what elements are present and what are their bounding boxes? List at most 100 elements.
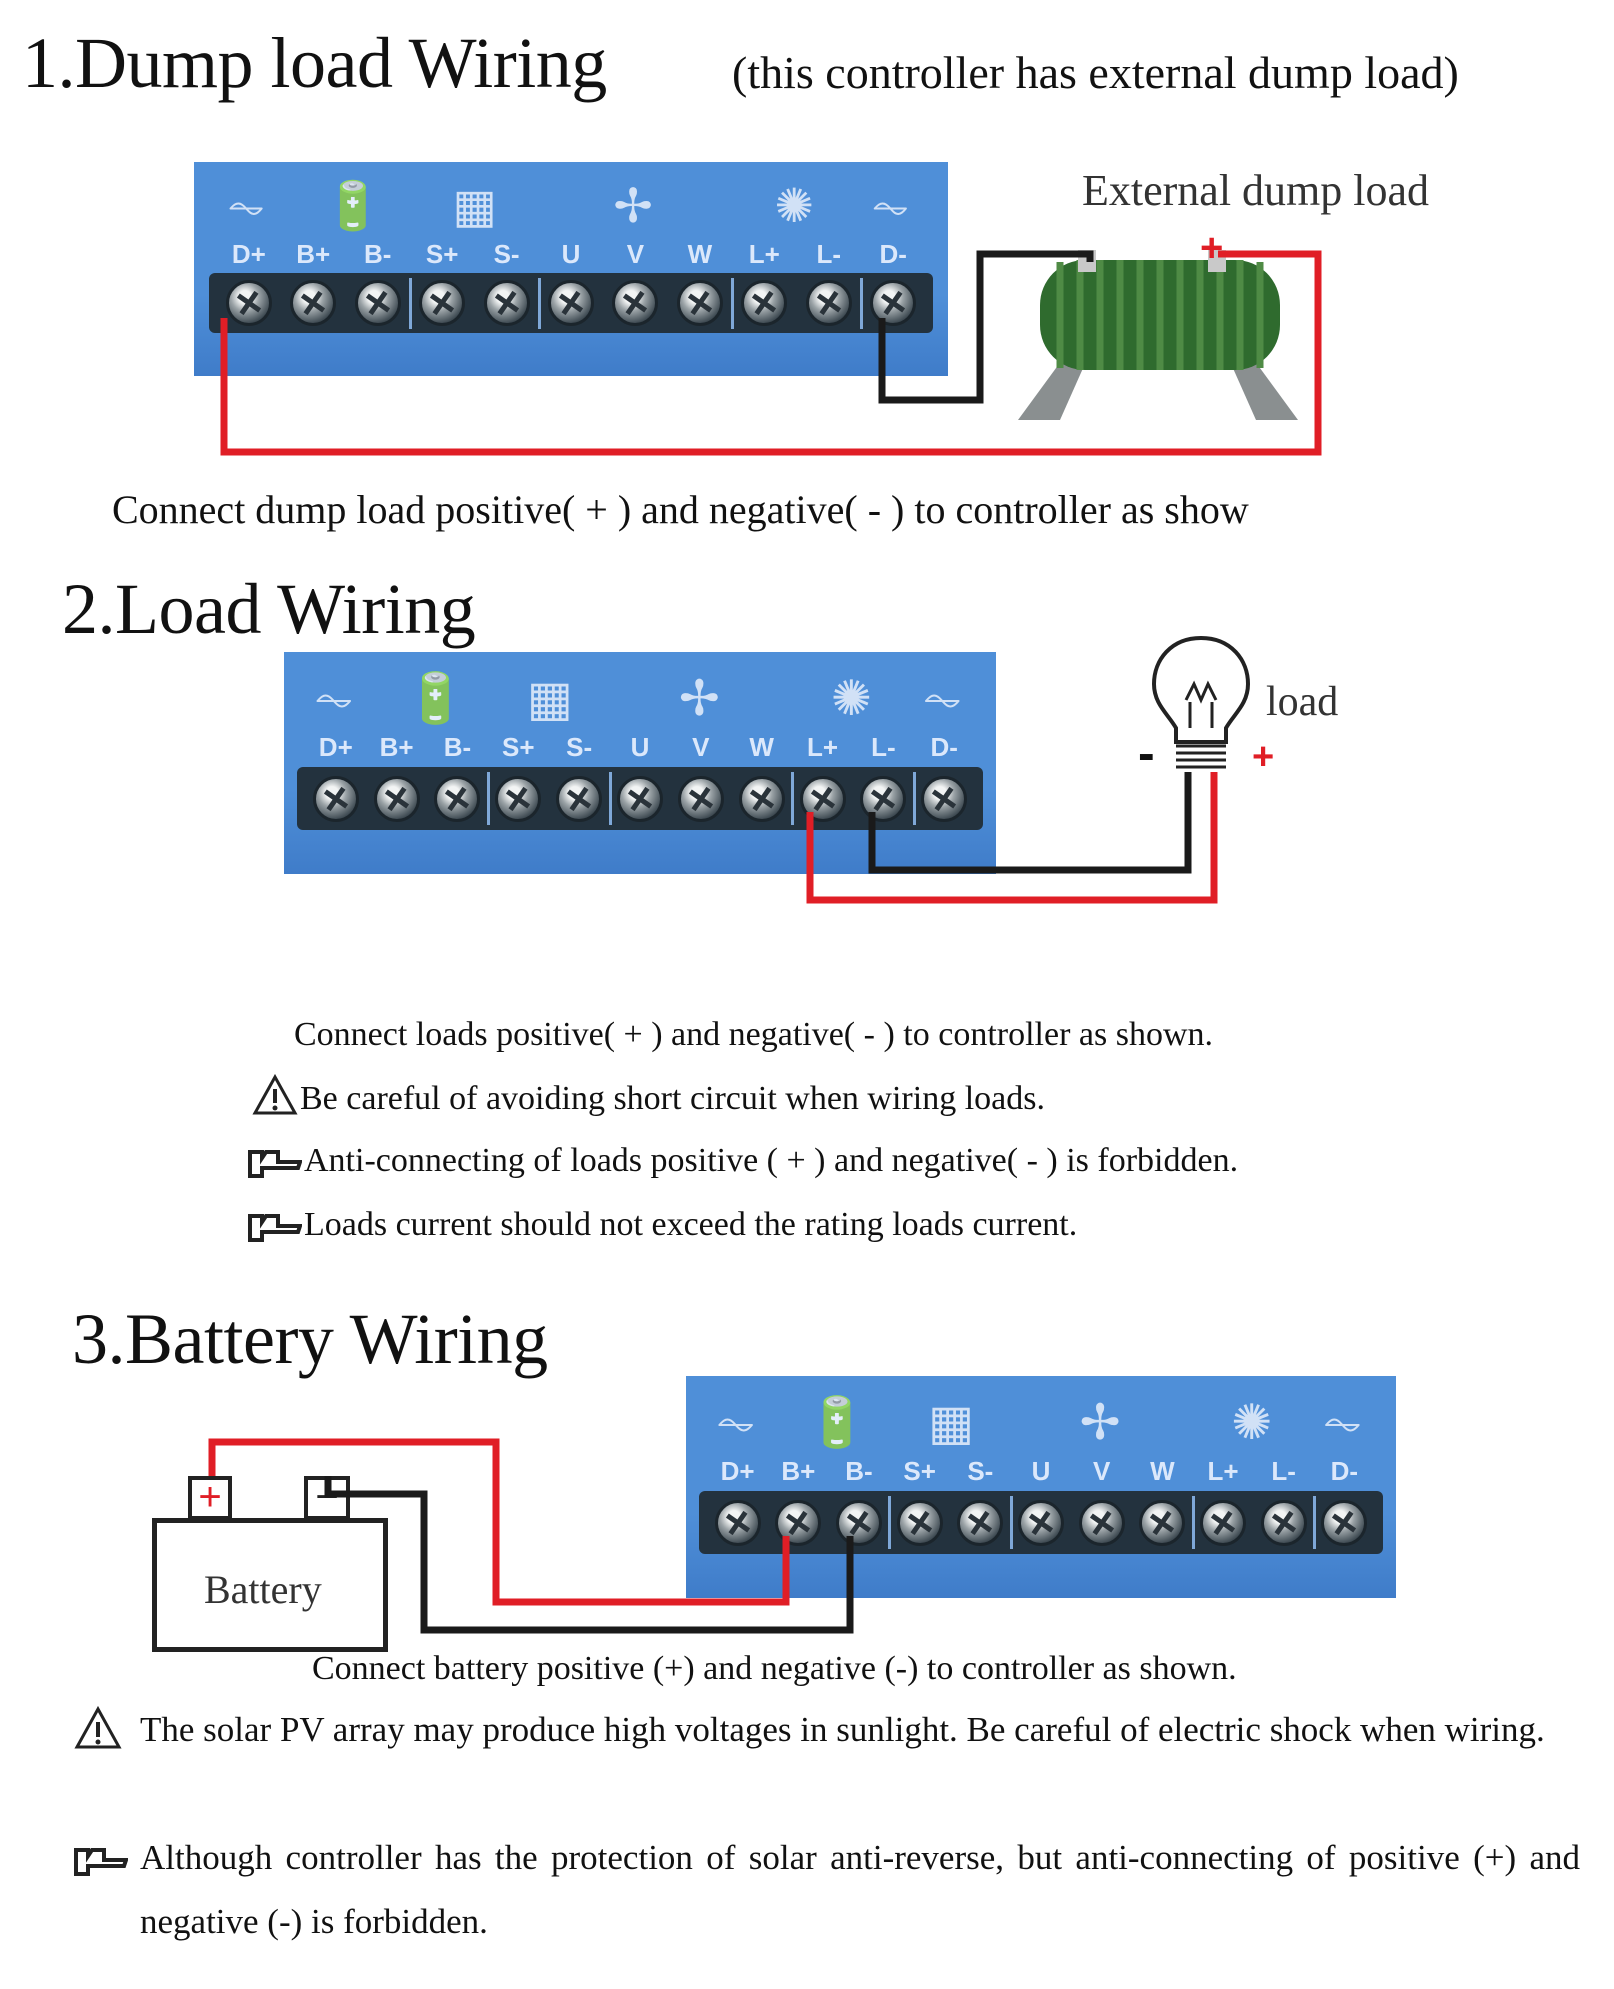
resistor-icon: ⏦ [715, 1393, 756, 1451]
battery-icon: 🔋 [806, 1393, 868, 1451]
warning-triangle-icon [74, 1705, 122, 1755]
terminal-label: B+ [379, 731, 414, 762]
battery-icon: 🔋 [323, 179, 383, 235]
terminal-screw[interactable] [373, 775, 420, 822]
terminal-screw[interactable] [354, 280, 401, 327]
terminal-label: W [1150, 1455, 1175, 1486]
section2-wires [806, 772, 1218, 904]
resistor-icon: ⏦ [922, 669, 963, 727]
battery-icon [152, 1518, 388, 1652]
terminal-screw[interactable] [495, 775, 542, 822]
terminal-screw[interactable] [617, 775, 663, 822]
terminal-screw[interactable] [483, 280, 530, 327]
terminal-screw[interactable] [805, 280, 852, 327]
wind-turbine-icon: ✢ [613, 179, 653, 235]
terminal-label: V [626, 239, 645, 270]
terminal-screw[interactable] [556, 775, 603, 822]
terminal-screw[interactable] [896, 1499, 943, 1546]
terminal-screw[interactable] [225, 280, 272, 327]
terminal-divider [1009, 1495, 1013, 1550]
terminal-screw[interactable] [312, 775, 359, 822]
terminal-screw[interactable] [1018, 1499, 1064, 1546]
terminal-label: D- [879, 239, 907, 270]
terminal-label: U [1031, 1455, 1051, 1486]
section1-title: 1.Dump load Wiring [22, 23, 607, 103]
terminal-divider [1191, 1495, 1195, 1550]
load-positive-wire [806, 772, 1218, 904]
solar-panel-icon: ▦ [452, 179, 497, 235]
terminal-divider [1313, 1495, 1317, 1550]
terminal-label: U [561, 239, 581, 270]
pointing-hand-icon [248, 1212, 303, 1247]
dump-load-label: External dump load [1082, 166, 1430, 215]
terminal-screw[interactable] [738, 775, 785, 822]
terminal-label: D+ [231, 239, 266, 270]
terminal-screw[interactable] [741, 280, 788, 327]
terminal-screw[interactable] [1321, 1499, 1368, 1546]
terminal-screw[interactable] [714, 1499, 761, 1546]
terminal-label: D- [930, 731, 958, 762]
terminal-screw[interactable] [835, 1499, 882, 1546]
terminal-screw[interactable] [1139, 1499, 1186, 1546]
section3-caption: Connect battery positive (+) and negativ… [312, 1650, 1237, 1687]
terminal-label: L+ [806, 731, 839, 762]
terminal-label: L- [816, 239, 841, 270]
battery-positive-wire [208, 1438, 790, 1606]
terminal-label: V [692, 731, 710, 762]
terminal-label: B- [443, 731, 472, 762]
terminal-screw[interactable] [957, 1499, 1004, 1546]
terminal-divider [888, 1495, 892, 1550]
solar-panel-icon: ▦ [526, 669, 573, 727]
dump-plus-sign: + [1200, 226, 1224, 270]
terminal-screw[interactable] [1078, 1499, 1125, 1546]
terminal-screw[interactable] [1200, 1499, 1247, 1546]
terminal-screw[interactable] [1260, 1499, 1307, 1546]
terminal-screw[interactable] [419, 280, 466, 327]
terminal-label: D- [1330, 1455, 1359, 1486]
terminal-divider [608, 771, 612, 826]
terminal-label: S- [493, 239, 520, 270]
lamp-icon: ✺ [830, 669, 872, 727]
section2-title: 2.Load Wiring [62, 569, 476, 649]
section2-line-4: Loads current should not exceed the rati… [304, 1206, 1078, 1243]
section3-title: 3.Battery Wiring [72, 1299, 548, 1379]
battery-negative-wire [324, 1476, 854, 1634]
section2-line-2: Be careful of avoiding short circuit whe… [300, 1080, 1045, 1117]
pointing-hand-icon [248, 1148, 303, 1183]
terminal-label: D+ [720, 1455, 755, 1486]
terminal-label: L+ [1207, 1455, 1239, 1486]
terminal-screw[interactable] [870, 280, 917, 327]
terminal-screw[interactable] [290, 280, 337, 327]
warning-triangle-icon [252, 1073, 298, 1121]
terminal-screw[interactable] [860, 775, 907, 822]
terminal-screw[interactable] [676, 280, 723, 327]
section2-line-1: Connect loads positive( + ) and negative… [294, 1016, 1213, 1053]
terminal-screw[interactable] [612, 280, 659, 327]
terminal-label: S- [566, 731, 593, 762]
terminal-label: U [630, 731, 650, 762]
dump-load-resistor-icon [1018, 250, 1298, 420]
terminal-label: B- [363, 239, 392, 270]
terminal-label: B+ [781, 1455, 816, 1486]
terminal-label: S+ [425, 239, 459, 270]
resistor-icon: ⏦ [1322, 1393, 1363, 1451]
terminal-label: V [1093, 1455, 1111, 1486]
terminal-label: S+ [903, 1455, 936, 1486]
load-plus-sign: + [1252, 736, 1275, 778]
terminal-divider [912, 771, 916, 826]
terminal-label: B+ [296, 239, 331, 270]
terminal-screw[interactable] [677, 775, 724, 822]
load-negative-wire [868, 772, 1192, 874]
pointing-hand-icon [74, 1846, 129, 1881]
light-bulb-icon [1151, 635, 1251, 769]
section3-warning: The solar PV array may produce high volt… [140, 1710, 1545, 1749]
battery-positive-terminal: + [188, 1476, 232, 1520]
terminal-divider [859, 277, 863, 329]
terminal-screw[interactable] [548, 280, 594, 327]
terminal-screw[interactable] [921, 775, 968, 822]
battery-label: Battery [204, 1567, 322, 1612]
terminal-screw[interactable] [434, 775, 481, 822]
section2-line-3: Anti-connecting of loads positive ( + ) … [304, 1142, 1239, 1179]
terminal-divider [486, 771, 490, 826]
